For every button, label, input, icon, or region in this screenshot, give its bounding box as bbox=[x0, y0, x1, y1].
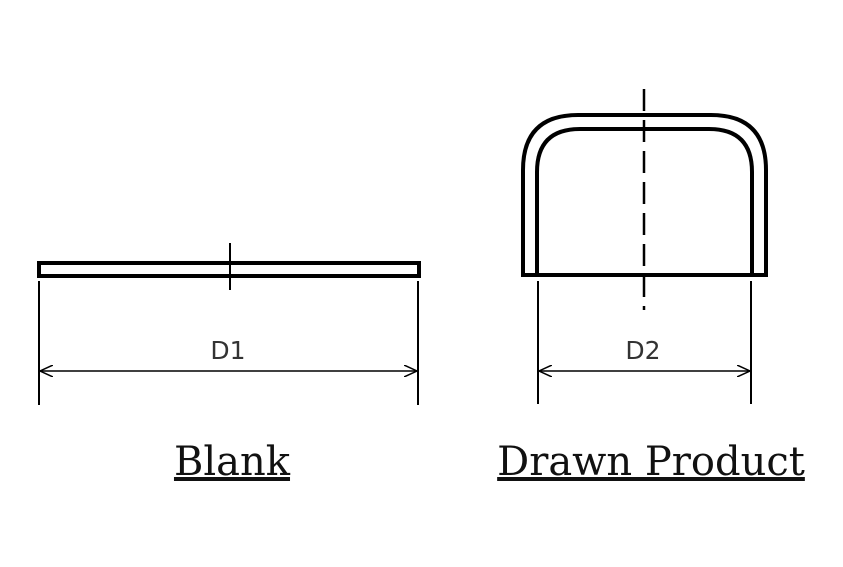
cup-outer-wall bbox=[521, 113, 768, 275]
product-drawing: D2 Drawn Product bbox=[497, 89, 805, 485]
blank-drawing: D1 Blank bbox=[37, 243, 421, 485]
product-caption: Drawn Product bbox=[497, 439, 805, 485]
product-dimension-label: D2 bbox=[625, 336, 660, 365]
blank-caption: Blank bbox=[174, 439, 291, 485]
blank-dimension-label: D1 bbox=[210, 336, 245, 365]
